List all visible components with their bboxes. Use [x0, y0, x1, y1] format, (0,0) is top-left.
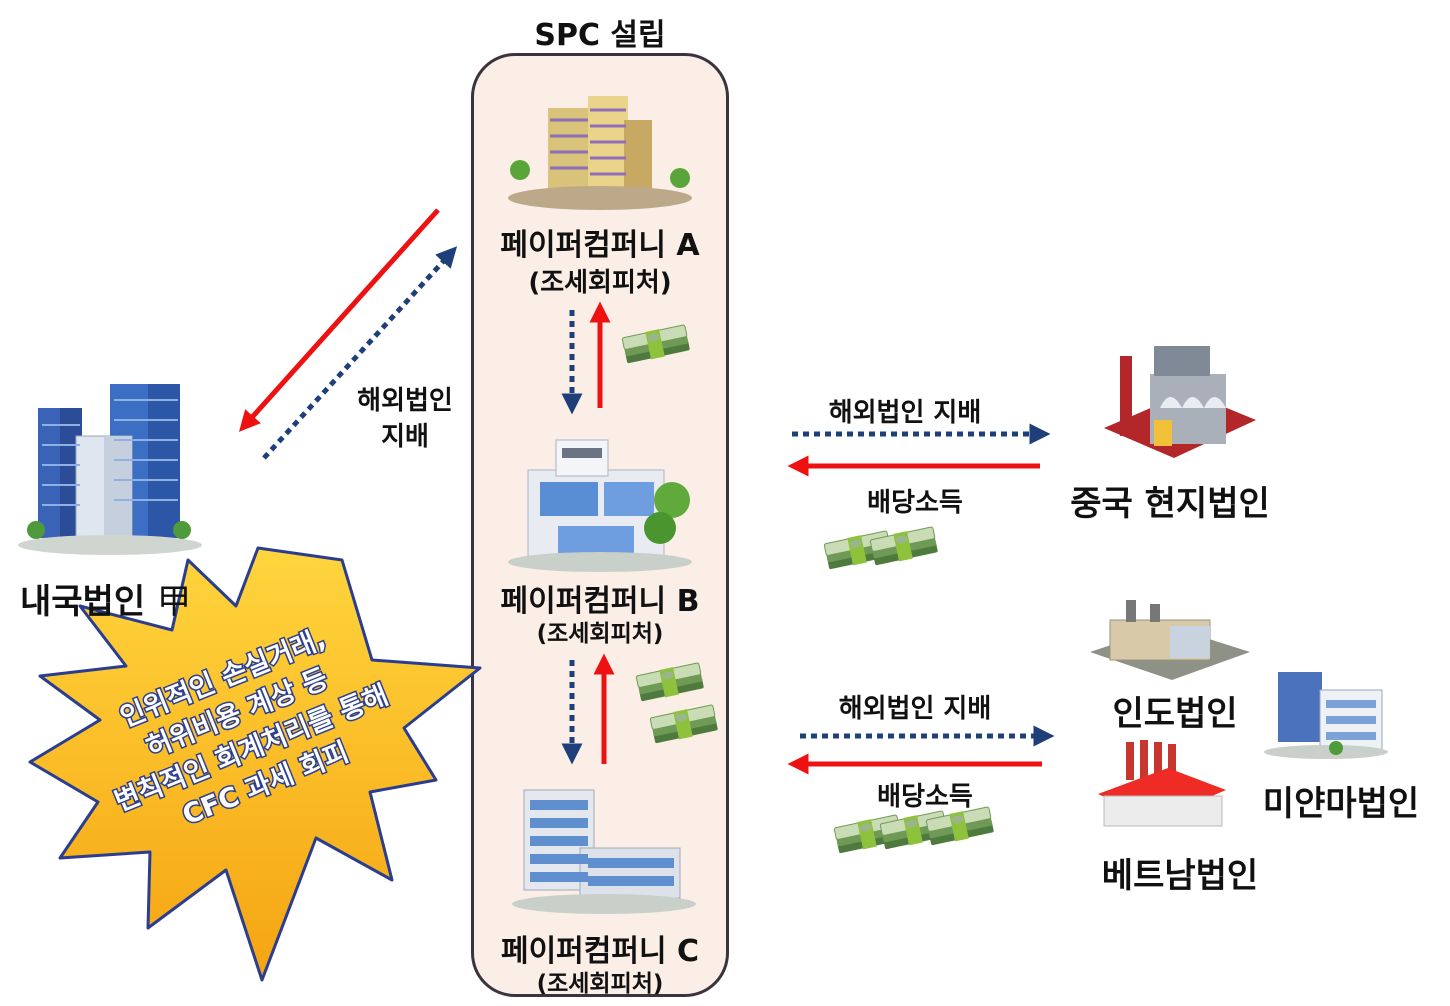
paper-company-c-role: (조세회피처): [536, 971, 664, 997]
domestic-corp-label: 내국법인 甲: [20, 574, 260, 623]
india-factory-icon: [1090, 600, 1250, 680]
paper-company-c-building-icon: [512, 789, 696, 914]
china-entity-label: 중국 현지법인: [1070, 484, 1270, 524]
myanmar-office-icon: [1264, 672, 1388, 759]
paper-company-b-role: (조세회피처): [536, 621, 664, 647]
warning-starburst: 인위적인 손실거래, 허위비용 계상 등 변칙적인 회계처리를 통해 CFC 과…: [28, 546, 482, 982]
money-icon: [621, 323, 691, 365]
sea-dividend-label: 배당소득: [877, 782, 973, 812]
paper-company-a-building-icon: [508, 96, 692, 210]
myanmar-label: 미얀마법인: [1262, 784, 1420, 824]
dividend-arrow-to-domestic: [238, 208, 440, 432]
paper-company-b-building-icon: [508, 439, 692, 572]
china-factory-icon: [1104, 346, 1256, 458]
left-control-label-2: 지배: [381, 422, 429, 452]
paper-company-c-name: 페이퍼컴퍼니 C: [500, 934, 700, 969]
money-icon: [635, 661, 705, 703]
money-icon: [649, 703, 719, 745]
paper-company-a-name: 페이퍼컴퍼니 A: [500, 228, 700, 263]
starburst-shape: [28, 546, 482, 982]
paper-company-b-name: 페이퍼컴퍼니 B: [500, 584, 700, 619]
domestic-building-icon: [18, 384, 202, 555]
left-control-label-1: 해외법인: [357, 386, 453, 416]
vietnam-factory-icon: [1098, 740, 1226, 827]
domestic-corp-name: 내국법인: [20, 582, 146, 622]
china-dividend-label: 배당소득: [867, 488, 963, 518]
india-label: 인도법인: [1112, 694, 1238, 734]
sea-control-label: 해외법인 지배: [838, 694, 992, 724]
paper-company-a-role: (조세회피처): [528, 268, 672, 298]
china-control-label: 해외법인 지배: [828, 398, 982, 428]
domestic-corp-suffix: 甲: [156, 582, 191, 622]
control-arrow-to-paper-a: [262, 246, 458, 460]
spc-title: SPC 설립: [534, 18, 666, 53]
vietnam-label: 베트남법인: [1101, 856, 1259, 896]
